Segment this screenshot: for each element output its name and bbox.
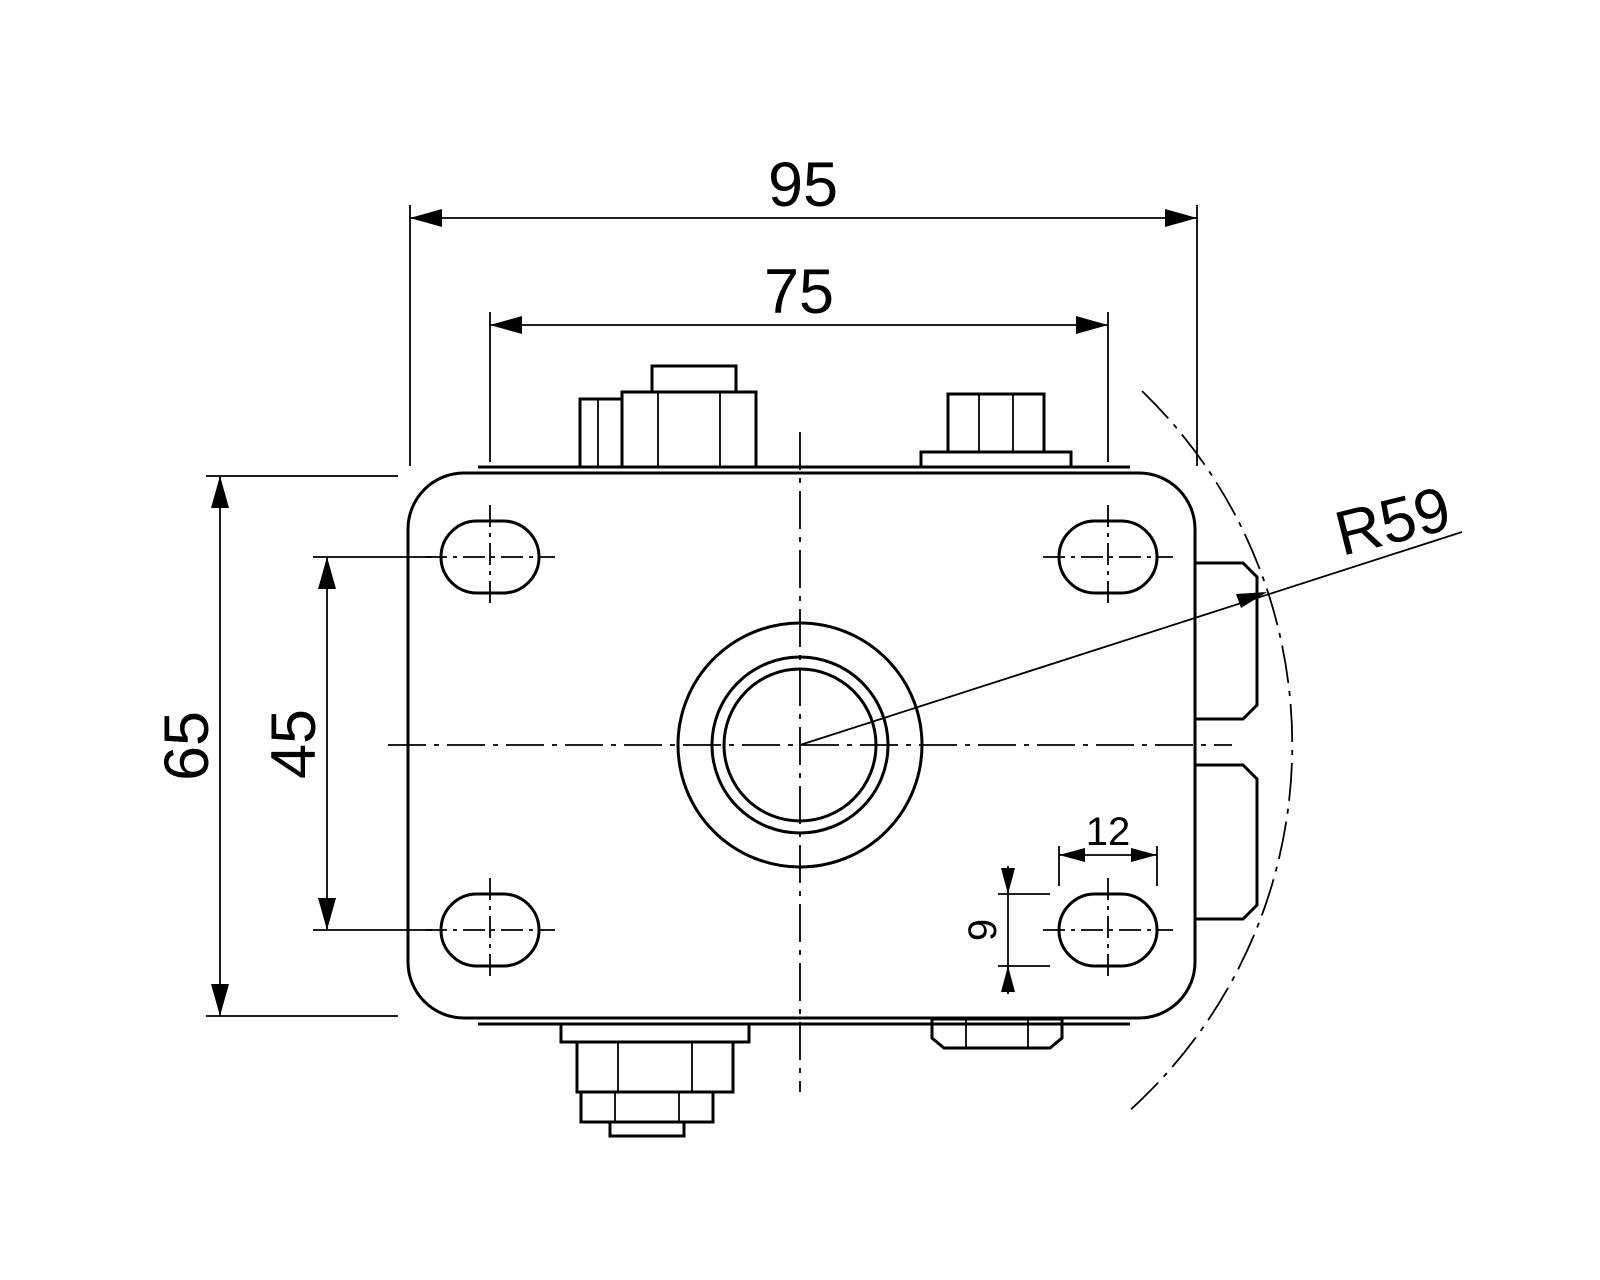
jam-nut-facets <box>614 1092 680 1122</box>
hex-nut-facets <box>965 1019 1029 1048</box>
wheel-radius-arc <box>1128 390 1294 1112</box>
dimension-slot-width: 9 <box>961 866 1050 994</box>
wheel-hub-top <box>1195 561 1259 721</box>
slot-centerlines <box>425 505 1173 982</box>
hex-head <box>946 392 1046 454</box>
centerlines <box>388 390 1294 1112</box>
stud-end <box>650 364 738 394</box>
bolt-bottom-left <box>559 1022 751 1138</box>
bolt-top-left <box>578 364 758 469</box>
washer <box>919 450 1073 469</box>
part-geometry <box>406 364 1259 1138</box>
jam-nut <box>579 1090 715 1124</box>
leader-line <box>799 531 1463 746</box>
dimension-overall-depth: 65 <box>152 475 398 1017</box>
hex-nut <box>620 390 758 469</box>
bolt-bottom-right <box>930 1017 1064 1050</box>
bolt-top-right <box>919 392 1073 469</box>
hex-nut <box>930 1017 1064 1050</box>
arrowhead-bottom <box>1001 966 1015 992</box>
dimension-label: 65 <box>152 711 222 781</box>
arrowhead-top <box>1001 868 1015 894</box>
arrowhead-left <box>490 316 522 334</box>
dimension-label: 45 <box>259 709 329 779</box>
arrowhead-right <box>1076 316 1108 334</box>
dimension-slot-spacing-horizontal: 75 <box>489 257 1109 462</box>
dimension-overall-width: 95 <box>409 150 1198 466</box>
washer <box>559 1022 751 1044</box>
dimension-label: 12 <box>1086 810 1131 854</box>
arrowhead-top <box>318 557 336 589</box>
hex-nut-facets <box>617 1042 693 1092</box>
arrowhead-right <box>1165 209 1197 227</box>
stud-end <box>608 1120 686 1138</box>
dimension-label: 95 <box>768 150 838 220</box>
arrowhead-top <box>211 476 229 508</box>
arrowhead-left <box>1059 848 1085 862</box>
arrowhead <box>1236 592 1267 608</box>
dimension-slot-length: 12 <box>1058 810 1158 886</box>
hex-nut <box>575 1040 735 1094</box>
arrowhead-bottom <box>211 984 229 1016</box>
wheel-hub-bottom <box>1195 763 1259 921</box>
dimension-label: 75 <box>764 257 834 327</box>
arrowhead-bottom <box>318 898 336 930</box>
dimension-wheel-radius: R59 <box>799 474 1463 746</box>
arrowhead-right <box>1131 848 1157 862</box>
hex-head-facets <box>978 394 1014 452</box>
dimension-slot-spacing-vertical: 45 <box>259 556 432 931</box>
arrowhead-left <box>410 209 442 227</box>
dimensions: 95 75 65 45 <box>152 150 1463 1017</box>
dimension-label: R59 <box>1328 474 1457 570</box>
dimension-label: 9 <box>961 919 1005 941</box>
hex-nut-facets <box>657 392 721 467</box>
